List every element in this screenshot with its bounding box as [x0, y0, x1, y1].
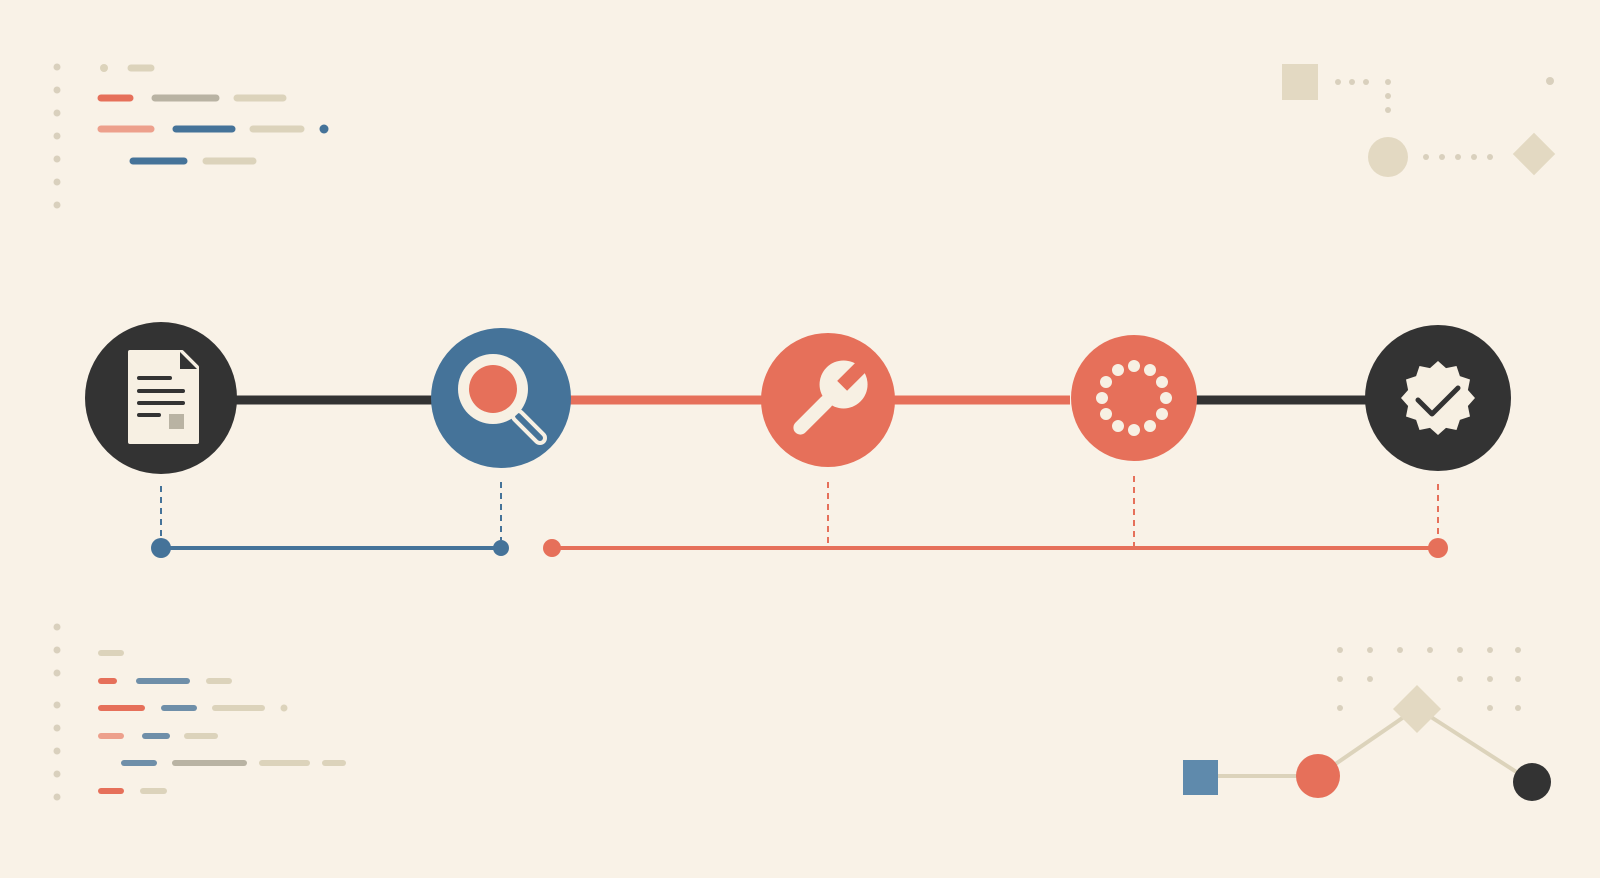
decor-dot-column — [53, 63, 61, 209]
stage-4-node — [1071, 335, 1197, 461]
decor-code-lines-top-left — [53, 63, 329, 209]
decor-code-lines-bottom-left — [53, 623, 346, 801]
stage-3-node — [761, 333, 895, 467]
decor-circle — [1368, 137, 1408, 177]
document-icon — [128, 350, 199, 444]
bracket-coral — [543, 538, 1448, 558]
decor-diamond — [1512, 132, 1556, 176]
stage-1-node — [85, 322, 237, 474]
decor-network-circle — [1296, 754, 1340, 798]
stage-2-node — [431, 328, 571, 468]
decor-shapes-top-right — [1282, 64, 1556, 177]
decor-network-bottom-right — [1183, 647, 1551, 801]
decor-network-diamond — [1392, 684, 1442, 734]
decor-network-dark-circle — [1513, 763, 1551, 801]
timeline-drop-lines — [160, 476, 1439, 546]
wrench-icon — [793, 359, 869, 435]
verified-badge-icon — [1401, 361, 1475, 435]
decor-square — [1282, 64, 1318, 100]
loading-ring-icon — [1096, 360, 1172, 436]
magnifier-icon — [458, 354, 547, 445]
decor-network-square — [1183, 760, 1218, 795]
bracket-blue — [151, 538, 509, 558]
stage-5-node — [1365, 325, 1511, 471]
